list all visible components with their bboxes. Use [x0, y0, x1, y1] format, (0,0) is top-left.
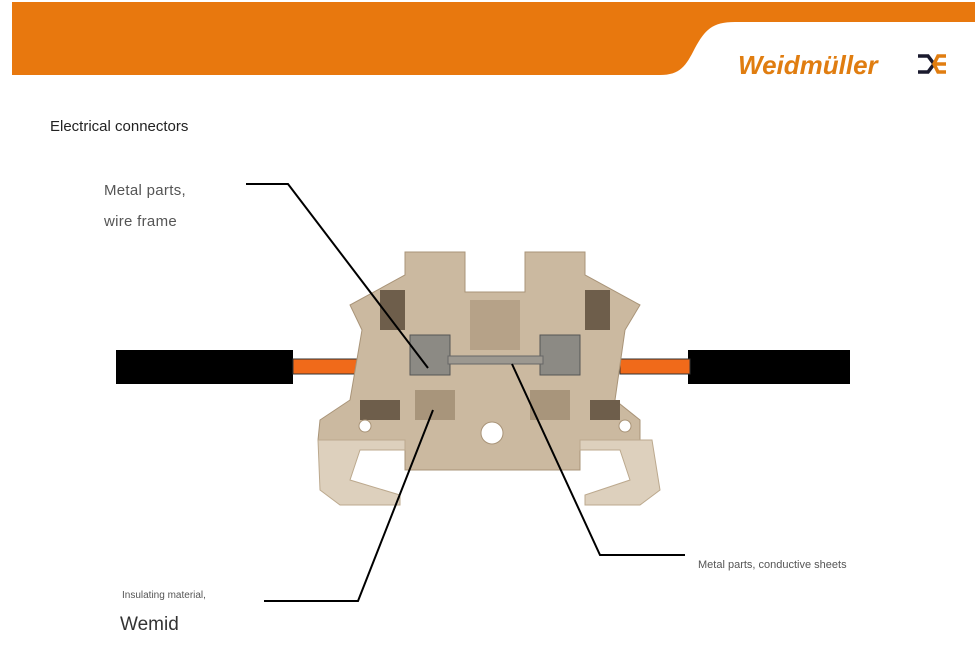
leader-line-wire-frame: [246, 183, 429, 369]
leader-line-conductive-sheets: [511, 363, 685, 556]
weidmuller-logo-text: Weidmüller: [738, 50, 878, 80]
left-cable-insulation: [116, 350, 293, 384]
weidmuller-logo-mark-icon: [918, 54, 946, 74]
label-wemid: Wemid: [120, 614, 179, 635]
label-conductive-sheets: Metal parts, conductive sheets: [698, 559, 847, 571]
right-clamp: [539, 334, 581, 376]
leader-line-insulating: [264, 409, 434, 602]
label-insulating-material: Insulating material,: [122, 590, 206, 601]
page-title: Electrical connectors: [50, 118, 189, 135]
right-cable-insulation: [688, 350, 850, 384]
conductive-sheet: [447, 355, 544, 365]
left-clamp: [409, 334, 451, 376]
right-wire-core: [619, 358, 691, 375]
label-metal-parts: Metal parts,: [104, 182, 186, 199]
orange-header-banner: [12, 2, 975, 75]
label-wire-frame: wire frame: [104, 213, 178, 230]
